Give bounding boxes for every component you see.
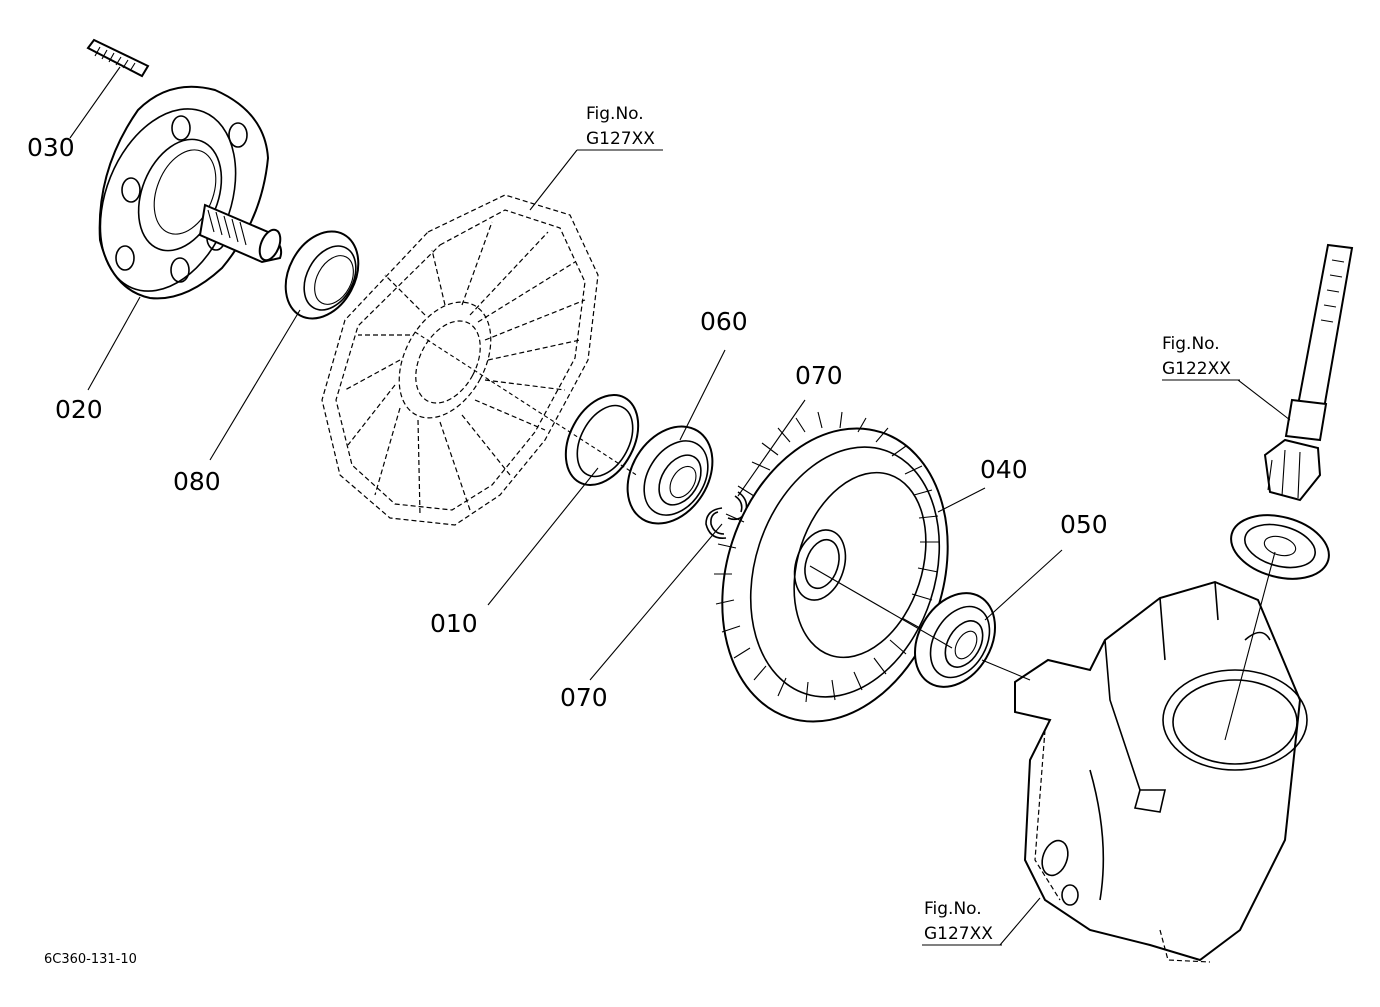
stud-bolt bbox=[86, 38, 150, 78]
label-030: 030 bbox=[27, 133, 75, 162]
pinion-bearing bbox=[1230, 514, 1330, 580]
drawing-code: 6C360-131-10 bbox=[44, 952, 137, 967]
cover-plate bbox=[321, 194, 599, 526]
oil-seal bbox=[284, 230, 360, 320]
label-040: 040 bbox=[980, 455, 1028, 484]
snap-ring-lower bbox=[705, 507, 727, 540]
ball-bearing-upper bbox=[626, 425, 714, 525]
fig-ref-housing-title: Fig.No. bbox=[924, 899, 982, 919]
label-070-upper: 070 bbox=[795, 361, 843, 390]
label-080: 080 bbox=[173, 467, 221, 496]
fig-ref-shaft-code: G122XX bbox=[1162, 359, 1231, 379]
ball-bearing-lower bbox=[914, 592, 996, 688]
label-010: 010 bbox=[430, 609, 478, 638]
bevel-gear bbox=[714, 411, 949, 723]
label-060: 060 bbox=[700, 307, 748, 336]
label-050: 050 bbox=[1060, 510, 1108, 539]
pinion-shaft bbox=[1263, 243, 1354, 502]
fig-ref-housing-code: G127XX bbox=[924, 924, 993, 944]
fig-ref-shaft-title: Fig.No. bbox=[1162, 334, 1220, 354]
flange-shaft bbox=[98, 85, 283, 300]
label-020: 020 bbox=[55, 395, 103, 424]
label-070-lower: 070 bbox=[560, 683, 608, 712]
leader-lines bbox=[69, 66, 1291, 946]
fig-ref-cover-title: Fig.No. bbox=[586, 104, 644, 124]
gear-housing bbox=[1014, 580, 1308, 963]
shim-ring bbox=[564, 394, 640, 486]
fig-ref-cover-code: G127XX bbox=[586, 129, 655, 149]
